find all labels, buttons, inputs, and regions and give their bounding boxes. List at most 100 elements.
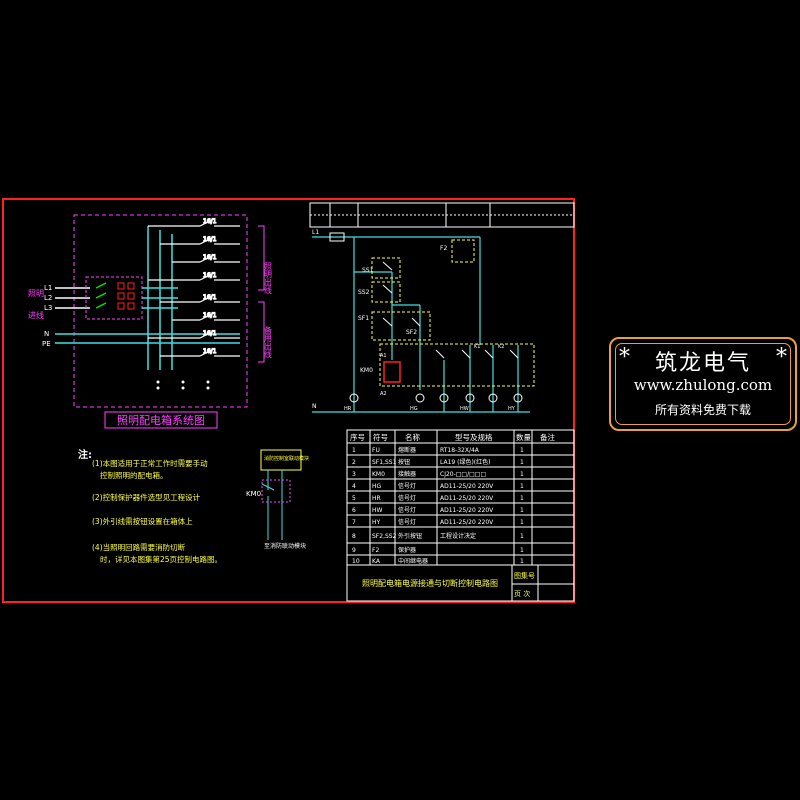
branch-breaker: 16/1 [148, 271, 240, 281]
system-box [73, 214, 248, 408]
branch-breaker-rating: 16/1 [203, 272, 217, 279]
lamp-1 [349, 393, 359, 403]
table-cell-sym: FU [372, 447, 380, 454]
notes-title: 注: [78, 448, 92, 461]
lamp-4 [465, 393, 475, 403]
lamp-5 [488, 393, 498, 403]
table-cell-name: 接触器 [398, 470, 416, 478]
table-cell-no: 10 [352, 558, 360, 565]
incoming-label-jinxian: 进线 [28, 310, 44, 320]
outgoing-label-1: 照明出线 [264, 262, 273, 294]
table-cell-no: 4 [352, 483, 356, 490]
branch-breaker: 16/1 [148, 217, 240, 227]
table-cell-no: 7 [352, 519, 356, 526]
table-cell-name: 信号灯 [398, 482, 416, 490]
branch-breaker: 16/1 [160, 235, 240, 245]
main-title: 照明配电箱电源接通与切断控制电路图 [362, 578, 498, 588]
brand-watermark: * * 筑龙电气 www.zhulong.com 所有资料免费下载 [609, 337, 797, 431]
sf1-box [371, 311, 431, 341]
incoming-label-zhaoming: 照明 [28, 289, 44, 298]
label-hg: HG [410, 406, 418, 412]
title-block-page: 页 次 [514, 589, 530, 598]
branch-breaker-rating: 16/1 [203, 294, 217, 301]
branch-breaker: 16/1 [160, 293, 240, 303]
table-cell-name: 熔断器 [398, 446, 416, 454]
lamp-6 [513, 393, 523, 403]
table-cell-sym: HY [372, 519, 381, 526]
branch-breaker-rating: 16/1 [203, 312, 217, 319]
table-cell-spec: AD11-25/20 220V [440, 519, 494, 526]
table-cell-qty: 1 [520, 483, 524, 490]
brand-star-right: * [776, 345, 787, 370]
left-title: 照明配电箱系统图 [117, 413, 205, 427]
table-cell-no: 2 [352, 459, 356, 466]
branch-breaker-rating: 16/1 [203, 218, 217, 225]
branch-breaker-rating: 16/1 [203, 330, 217, 337]
table-cell-qty: 1 [520, 519, 524, 526]
table-cell-name: 信号灯 [398, 518, 416, 526]
f2-box [451, 239, 475, 263]
brand-name: 筑龙电气 [654, 351, 751, 376]
side-detail-label: KM0 [246, 490, 261, 498]
brand-note: 所有资料免费下载 [654, 403, 751, 417]
table-cell-name: 信号灯 [398, 494, 416, 502]
table-cell-spec: AD11-25/20 220V [440, 495, 494, 502]
outgoing-bracket-1 [258, 225, 265, 291]
label-hr: HR [344, 406, 352, 412]
label-k2: K2 [498, 344, 504, 350]
table-cell-spec: 工程设计决定 [440, 532, 476, 540]
ss1-box [371, 257, 401, 279]
th-qty: 数量 [516, 432, 531, 442]
lamp-2 [415, 393, 425, 403]
table-cell-qty: 1 [520, 447, 524, 454]
label-f2: F2 [440, 245, 447, 252]
brand-star-left: * [619, 345, 630, 370]
branch-breaker-rating: 16/1 [203, 236, 217, 243]
table-cell-name: 保护器 [398, 546, 416, 554]
table-cell-qty: 1 [520, 507, 524, 514]
title-block-sheet: 图集号 [514, 571, 535, 580]
control-circuit: L1 N SS1 SS2 SF1 SF2 KM0 F2 HR HG HW HY … [309, 202, 575, 413]
table-cell-no: 5 [352, 495, 356, 502]
table-cell-no: 8 [352, 533, 356, 540]
th-spec: 型号及规格 [455, 432, 493, 442]
table-cell-qty: 1 [520, 495, 524, 502]
th-no: 序号 [350, 432, 365, 442]
table-cell-sym: SF2,SS2 [372, 533, 397, 540]
drawing-frame [2, 198, 575, 603]
branch-breaker: 16/1 [148, 329, 240, 339]
th-name: 名称 [405, 432, 420, 442]
ss2-box [371, 281, 401, 303]
label-hy: HY [508, 406, 516, 412]
note-line-2: 控制照明的配电箱。 [100, 470, 168, 480]
table-cell-sym: F2 [372, 547, 379, 554]
table-cell-spec: CJ20-□□/□□□ [440, 471, 486, 478]
brand-inner-border [615, 343, 791, 425]
system-diagram: 16/1 16/1 16/1 16/1 16/1 16/1 16/1 16/1 照明 进线 L… [28, 214, 273, 429]
incoming-label-l3: L3 [44, 304, 52, 312]
label-a1: A1 [380, 353, 387, 359]
fuse-fu [329, 232, 345, 242]
branch-breaker: 16/1 [172, 253, 240, 263]
incoming-label-l1: L1 [44, 284, 52, 292]
label-sf1: SF1 [358, 315, 369, 322]
table-cell-qty: 1 [520, 471, 524, 478]
label-sf2: SF2 [406, 329, 417, 336]
notes-block: 注: (1)本图适用于正常工作时需要手动 控制照明的配电箱。 (2)控制保护器件… [78, 448, 222, 564]
table-cell-spec: RT18-32X/4A [440, 447, 480, 454]
branch-breaker-rating: 16/1 [203, 254, 217, 261]
table-row: 7 HY 信号灯 AD11-25/20 220V 1 [347, 518, 574, 528]
side-detail-header: 消防控制室联动模块 [264, 455, 309, 462]
note-line-1: (1)本图适用于正常工作时需要手动 [92, 458, 208, 468]
branch-breaker: 16/1 [160, 347, 240, 357]
table-cell-name: 中间继电器 [398, 557, 428, 565]
incoming-label-l2: L2 [44, 294, 52, 302]
